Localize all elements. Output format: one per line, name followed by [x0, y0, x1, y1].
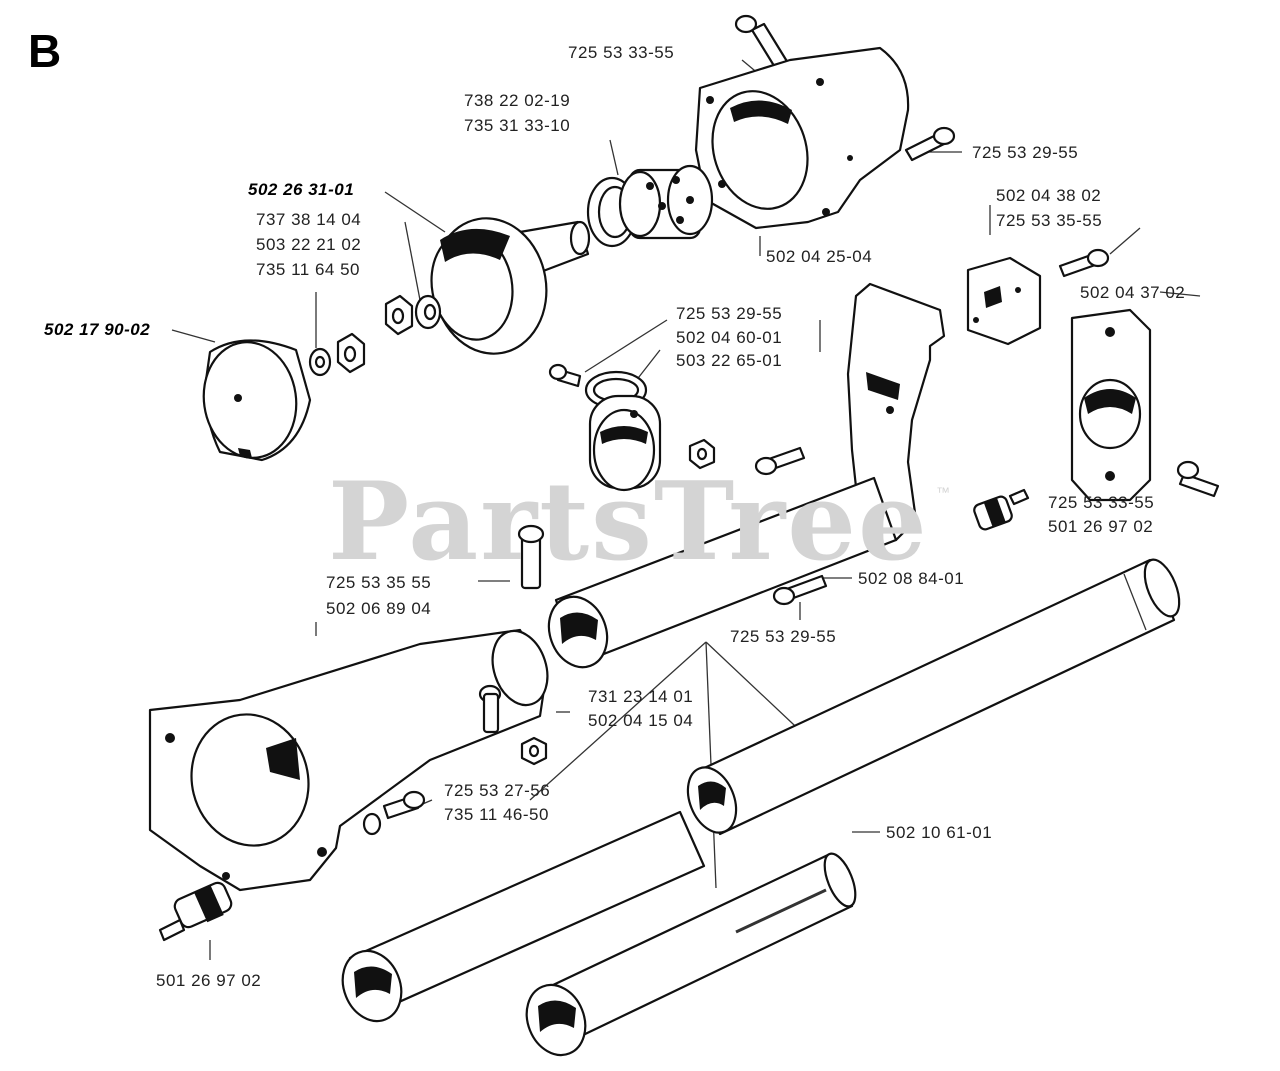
part-label: 502 04 15 04 [588, 711, 694, 730]
part-label-highlight: 502 26 31-01 [248, 180, 355, 199]
grommet-right [973, 488, 1030, 531]
nut-washer-set [308, 294, 442, 377]
clutch-assembly [202, 339, 312, 462]
part-label: 502 10 61-01 [886, 823, 993, 842]
upper-tube [547, 476, 898, 669]
part-label: 501 26 97 02 [156, 971, 262, 990]
part-label: 738 22 02-19 [464, 91, 571, 110]
bearing [586, 164, 714, 248]
watermark-trademark: ™ [936, 484, 950, 500]
part-label: 725 53 35 55 [326, 573, 432, 592]
bolt-housing-right [904, 126, 956, 162]
bolt-handle [1176, 460, 1220, 498]
upper-shaft-housing [846, 282, 946, 542]
bolt-vertical [517, 524, 545, 590]
bolt-mid [754, 446, 806, 476]
part-label: 501 26 97 02 [1048, 517, 1154, 536]
part-label: 502 08 84-01 [858, 569, 965, 588]
part-label: 735 11 46-50 [444, 805, 549, 824]
grommet-left [158, 881, 233, 942]
part-label: 502 04 38 02 [996, 186, 1102, 205]
part-label: 725 53 33-55 [1048, 493, 1155, 512]
clamp-block [966, 256, 1042, 346]
part-label: 502 04 37 02 [1080, 283, 1186, 302]
clutch-housing [694, 46, 910, 230]
bolt-ring [548, 363, 582, 388]
part-label: 737 38 14 04 [256, 210, 362, 229]
watermark-text: PartsTree [328, 459, 929, 585]
part-label: 725 53 27-56 [444, 781, 551, 800]
bolt-clamp [1058, 248, 1110, 278]
sleeve-tube [525, 852, 857, 1057]
gear-housing [148, 628, 549, 892]
clutch-drum [430, 217, 591, 355]
part-label: 735 31 33-10 [464, 116, 571, 135]
part-label: 725 53 29-55 [730, 627, 837, 646]
part-label: 725 53 33-55 [568, 43, 675, 62]
section-letter: B [28, 25, 62, 77]
part-label: 503 22 65-01 [676, 351, 783, 370]
nut-bracket [688, 438, 716, 470]
lower-tube-left [341, 810, 706, 1023]
bolt-gear [362, 790, 426, 836]
part-label: 731 23 14 01 [588, 687, 694, 706]
bolt-lower [772, 574, 828, 606]
part-label: 725 53 29-55 [676, 304, 783, 323]
part-label: 502 06 89 04 [326, 599, 432, 618]
part-label: 502 04 60-01 [676, 328, 783, 347]
part-label: 503 22 21 02 [256, 235, 362, 254]
part-label: 725 53 29-55 [972, 143, 1079, 162]
nut-lower [520, 736, 548, 766]
part-label-highlight: 502 17 90-02 [44, 320, 151, 339]
part-label: 725 53 35-55 [996, 211, 1103, 230]
main-tube [686, 558, 1181, 836]
harness-bracket [584, 370, 662, 492]
part-label: 502 04 25-04 [766, 247, 873, 266]
part-label: 735 11 64 50 [256, 260, 360, 279]
handle-bracket [1070, 308, 1152, 502]
